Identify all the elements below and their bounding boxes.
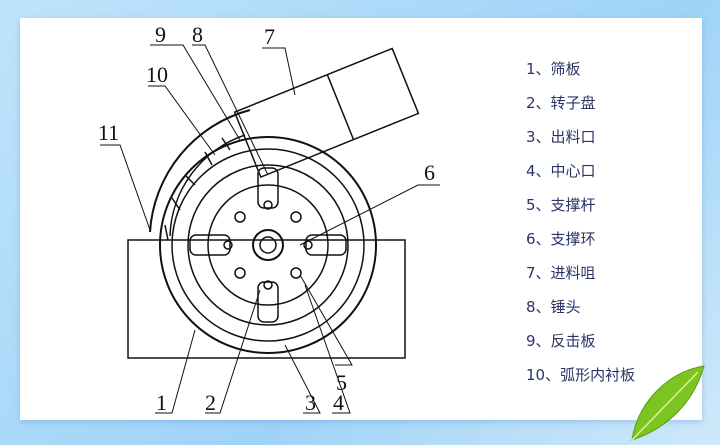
legend-item: 9、反击板: [526, 332, 596, 350]
leaf-icon: [631, 365, 705, 441]
legend-item: 3、出料口: [526, 128, 596, 146]
inner-lining: [169, 134, 246, 237]
callout-11: 11: [98, 120, 119, 145]
base-frame: [127, 239, 406, 359]
parts-legend: 1、筛板 2、转子盘 3、出料口 4、中心口 5、支撑杆 6、支撑环 7、进料咀…: [526, 58, 635, 398]
legend-item: 2、转子盘: [526, 94, 596, 112]
lining-hatch: [164, 137, 231, 241]
feed-chute: [233, 47, 420, 179]
legend-item: 6、支撑环: [526, 230, 596, 248]
legend-item: 10、弧形内衬板: [526, 366, 636, 384]
hammers: [189, 167, 347, 323]
casing-arc: [149, 109, 251, 233]
legend-item: 1、筛板: [526, 60, 581, 78]
callout-4: 4: [333, 390, 344, 415]
callout-7: 7: [264, 24, 275, 49]
screen-plate-circle: [159, 136, 377, 354]
legend-item: 7、进料咀: [526, 264, 596, 282]
legend-item: 5、支撑杆: [526, 196, 596, 214]
callout-2: 2: [205, 390, 216, 415]
shaft: [259, 236, 277, 254]
rotor-disc: [187, 164, 349, 326]
callout-6: 6: [424, 160, 435, 185]
callout-10: 10: [146, 62, 168, 87]
leader-lines: [100, 44, 440, 414]
legend-item: 8、锤头: [526, 298, 581, 316]
support-rods: [234, 211, 302, 279]
callout-9: 9: [155, 22, 166, 47]
callout-5: 5: [336, 370, 347, 395]
center-hole: [252, 229, 284, 261]
callout-3: 3: [305, 390, 316, 415]
support-ring: [207, 184, 329, 306]
outer-ring: [171, 148, 365, 342]
callout-1: 1: [156, 390, 167, 415]
callout-8: 8: [192, 22, 203, 47]
legend-item: 4、中心口: [526, 162, 596, 180]
